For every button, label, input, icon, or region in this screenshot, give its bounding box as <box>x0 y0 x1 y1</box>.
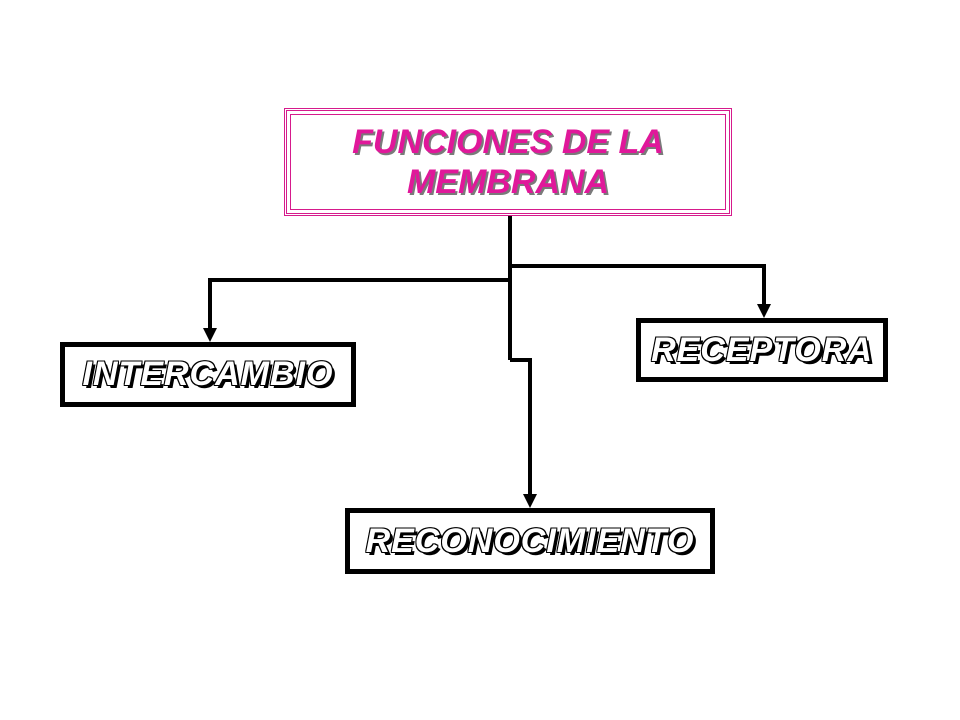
title-box: FUNCIONES DE LA MEMBRANA <box>284 108 732 216</box>
connector-to-intercambio <box>208 278 510 330</box>
arrowhead-intercambio <box>203 328 217 342</box>
arrowhead-reconocimiento <box>523 494 537 508</box>
connector-to-reconocimiento <box>510 358 532 496</box>
node-intercambio-label: INTERCAMBIO <box>82 355 334 393</box>
arrowhead-receptora <box>757 304 771 318</box>
node-reconocimiento: RECONOCIMIENTO <box>345 508 715 574</box>
node-receptora-label: RECEPTORA <box>651 330 873 369</box>
diagram-title: FUNCIONES DE LA MEMBRANA <box>352 123 664 201</box>
connector-to-receptora <box>510 264 766 306</box>
node-intercambio: INTERCAMBIO <box>60 342 356 407</box>
node-receptora: RECEPTORA <box>636 318 888 382</box>
node-reconocimiento-label: RECONOCIMIENTO <box>365 521 695 560</box>
